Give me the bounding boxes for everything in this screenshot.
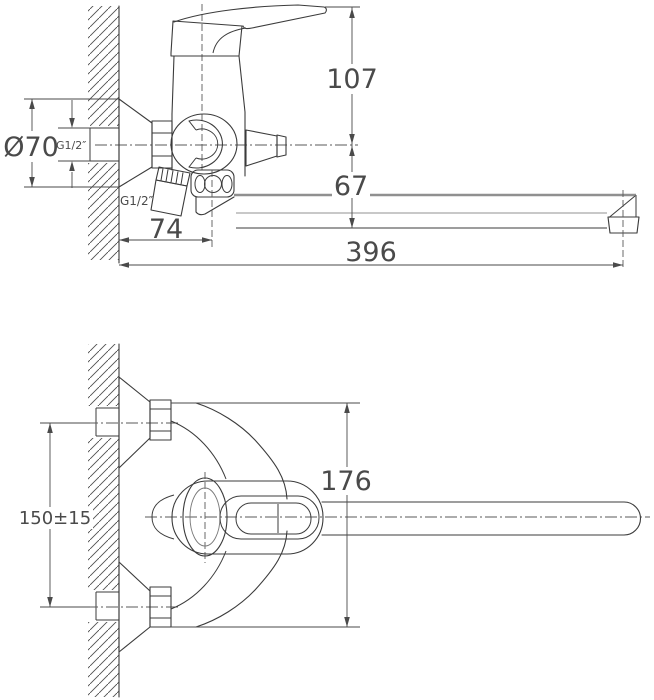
side-view: Ø70 G1/2″ G1/2″ 107: [2, 4, 640, 270]
aerator-tip: [607, 216, 640, 234]
upper-wall-flange: [118, 376, 172, 469]
dimension-flange-diameter: Ø70: [2, 98, 119, 188]
body-boss: [151, 494, 175, 540]
dimension-drop-67: 67: [332, 145, 370, 228]
lever-handle: [170, 4, 327, 57]
lever-handle-top: [171, 480, 324, 555]
overall-span-label: 176: [320, 466, 372, 497]
spout-pivot-block: [190, 169, 235, 216]
wall-flange: [118, 98, 153, 188]
dimension-inlet-thread: G1/2″: [56, 100, 90, 188]
dimension-pivot-74: 74: [119, 214, 212, 245]
pivot-74-label: 74: [149, 214, 183, 245]
dimension-height-107: 107: [325, 6, 379, 145]
cartridge-dome: [182, 477, 228, 557]
height-107-label: 107: [326, 64, 378, 95]
spout-tube: [211, 170, 640, 270]
faucet-body: [171, 55, 246, 177]
wall-section-icon: [88, 343, 120, 698]
wall-section-icon: [88, 5, 120, 264]
inlet-spacing-label: 150±15: [19, 508, 91, 529]
connection-nut: [151, 120, 173, 169]
shower-thread-label: G1/2″: [120, 194, 154, 208]
flange-diameter-label: Ø70: [3, 132, 59, 163]
dimension-overall-span: 176: [171, 402, 373, 628]
shower-outlet: [150, 166, 191, 217]
reach-396-label: 396: [345, 237, 397, 268]
diverter-knob: [245, 129, 287, 167]
plan-view: 150±15 176: [18, 343, 650, 698]
dimension-reach-396: 396: [119, 237, 623, 268]
spout-tube-top: [321, 501, 642, 536]
drop-67-label: 67: [334, 171, 368, 202]
inlet-thread-label: G1/2″: [56, 139, 86, 152]
dimension-inlet-spacing: 150±15: [18, 422, 93, 608]
lower-wall-flange: [118, 561, 172, 653]
cartridge-housing: [170, 113, 238, 175]
